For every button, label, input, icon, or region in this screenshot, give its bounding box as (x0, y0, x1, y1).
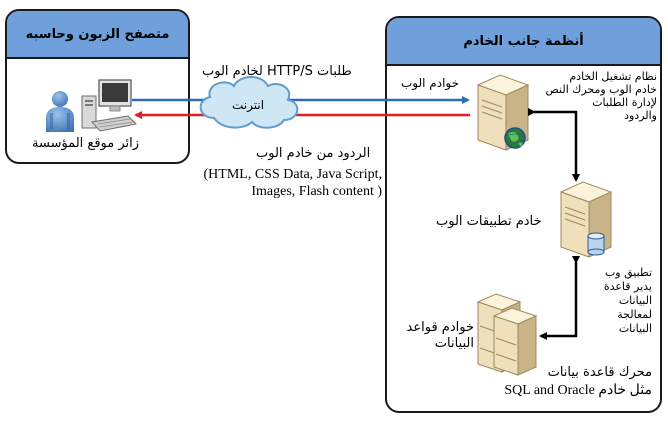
server-panel-title: أنظمة جانب الخادم (387, 18, 660, 66)
app-note-line-4: لمعالجة (617, 308, 652, 321)
db-servers-label: خوادم قواعد البيانات (398, 320, 474, 352)
client-panel-title: متصفح الزبون وحاسبه (7, 11, 188, 59)
db-engine-note: محرك قاعدة بيانات مثل خادم SQL and Oracl… (472, 364, 652, 400)
app-note-line-2: يدير قاعدة (603, 280, 652, 293)
db-engine-note-line-1: محرك قاعدة بيانات (547, 365, 652, 380)
app-server-label: خادم تطبيقات الوب (436, 214, 542, 229)
globe-icon (504, 127, 526, 149)
db-engine-note-line-2: مثل خادم SQL and Oracle (504, 383, 652, 398)
web-server-icon (476, 74, 530, 151)
app-server-icon (559, 181, 613, 258)
responses-detail-line-1: (HTML, CSS Data, Java Script, (203, 167, 382, 182)
app-note-line-1: تطبيق وب (604, 266, 652, 279)
internet-label: انترنت (232, 98, 265, 112)
os-note-line-3: لإدارة الطلبات (592, 96, 657, 109)
web-app-connector (528, 108, 580, 182)
app-note: تطبيق وب يدير قاعدة البيانات لمعالجة الب… (590, 266, 652, 336)
requests-label: طلبات HTTP/S لخادم الوب (202, 64, 352, 79)
database-cylinder-icon (587, 232, 605, 256)
os-note-line-1: نظام تشغيل الخادم (569, 70, 657, 83)
client-computer-icon (81, 79, 138, 132)
internet-cloud-icon (199, 76, 299, 129)
app-note-line-3: البيانات (618, 294, 652, 307)
os-note: نظام تشغيل الخادم خادم الوب ومحرك النص ل… (535, 70, 657, 122)
os-note-line-4: والردود (624, 109, 657, 122)
database-servers-icon (476, 293, 538, 376)
os-note-line-2: خادم الوب ومحرك النص (545, 83, 657, 96)
visitor-person-icon (46, 91, 74, 132)
visitor-label: زائر موقع المؤسسة (32, 136, 140, 151)
web-servers-label: خوادم الوب (401, 76, 460, 90)
app-db-connector (539, 256, 580, 340)
db-servers-label-line-1: خوادم قواعد (406, 320, 474, 335)
responses-detail: (HTML, CSS Data, Java Script, Images, Fl… (170, 166, 382, 200)
responses-detail-line-2: Images, Flash content ) (251, 184, 382, 199)
app-note-line-5: البيانات (618, 322, 652, 335)
responses-label: الردود من خادم الوب (256, 146, 371, 161)
client-panel: متصفح الزبون وحاسبه (5, 9, 190, 164)
db-servers-label-line-2: البيانات (434, 336, 474, 351)
